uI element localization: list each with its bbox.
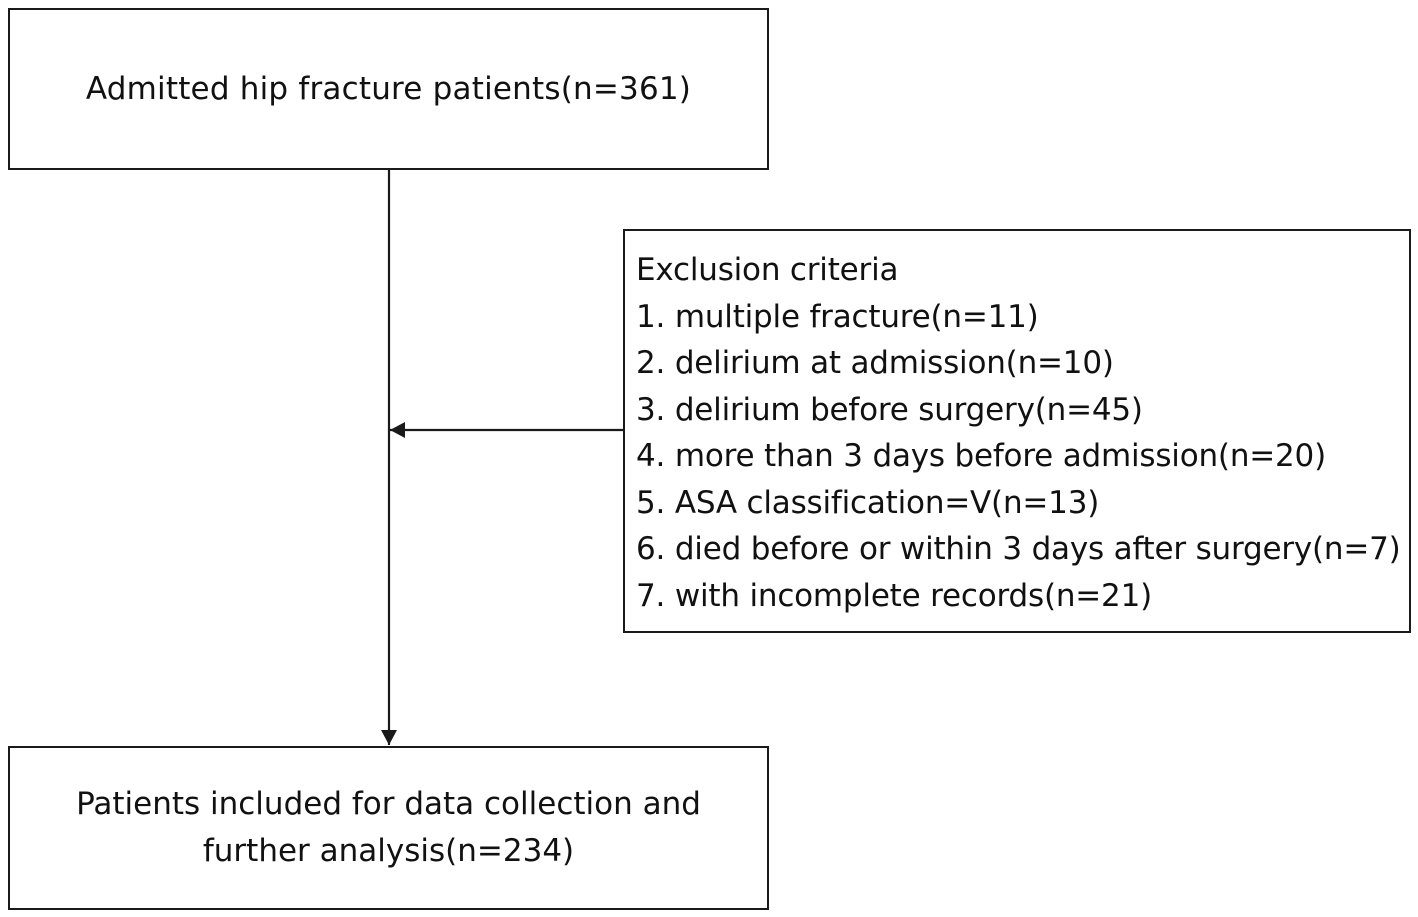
exclusion-criteria-title: Exclusion criteria	[636, 252, 899, 288]
exclusion-item: 5. ASA classification=V(n=13)	[636, 484, 1100, 521]
exclusion-criteria-box: Exclusion criteria 1. multiple fracture(…	[623, 229, 1411, 633]
exclusion-item: 3. delirium before surgery(n=45)	[636, 391, 1143, 428]
admitted-patients-box: Admitted hip fracture patients(n=361)	[8, 8, 769, 170]
exclusion-item: 1. multiple fracture(n=11)	[636, 298, 1039, 335]
exclusion-item: 7. with incomplete records(n=21)	[636, 577, 1152, 614]
exclusion-item: 2. delirium at admission(n=10)	[636, 345, 1114, 381]
included-patients-label: Patients included for data collection an…	[76, 786, 701, 869]
included-patients-box: Patients included for data collection an…	[8, 746, 769, 910]
exclusion-item: 6. died before or within 3 days after su…	[636, 531, 1401, 567]
exclusion-item: 4. more than 3 days before admission(n=2…	[636, 438, 1326, 474]
admitted-patients-label: Admitted hip fracture patients(n=361)	[85, 71, 692, 107]
